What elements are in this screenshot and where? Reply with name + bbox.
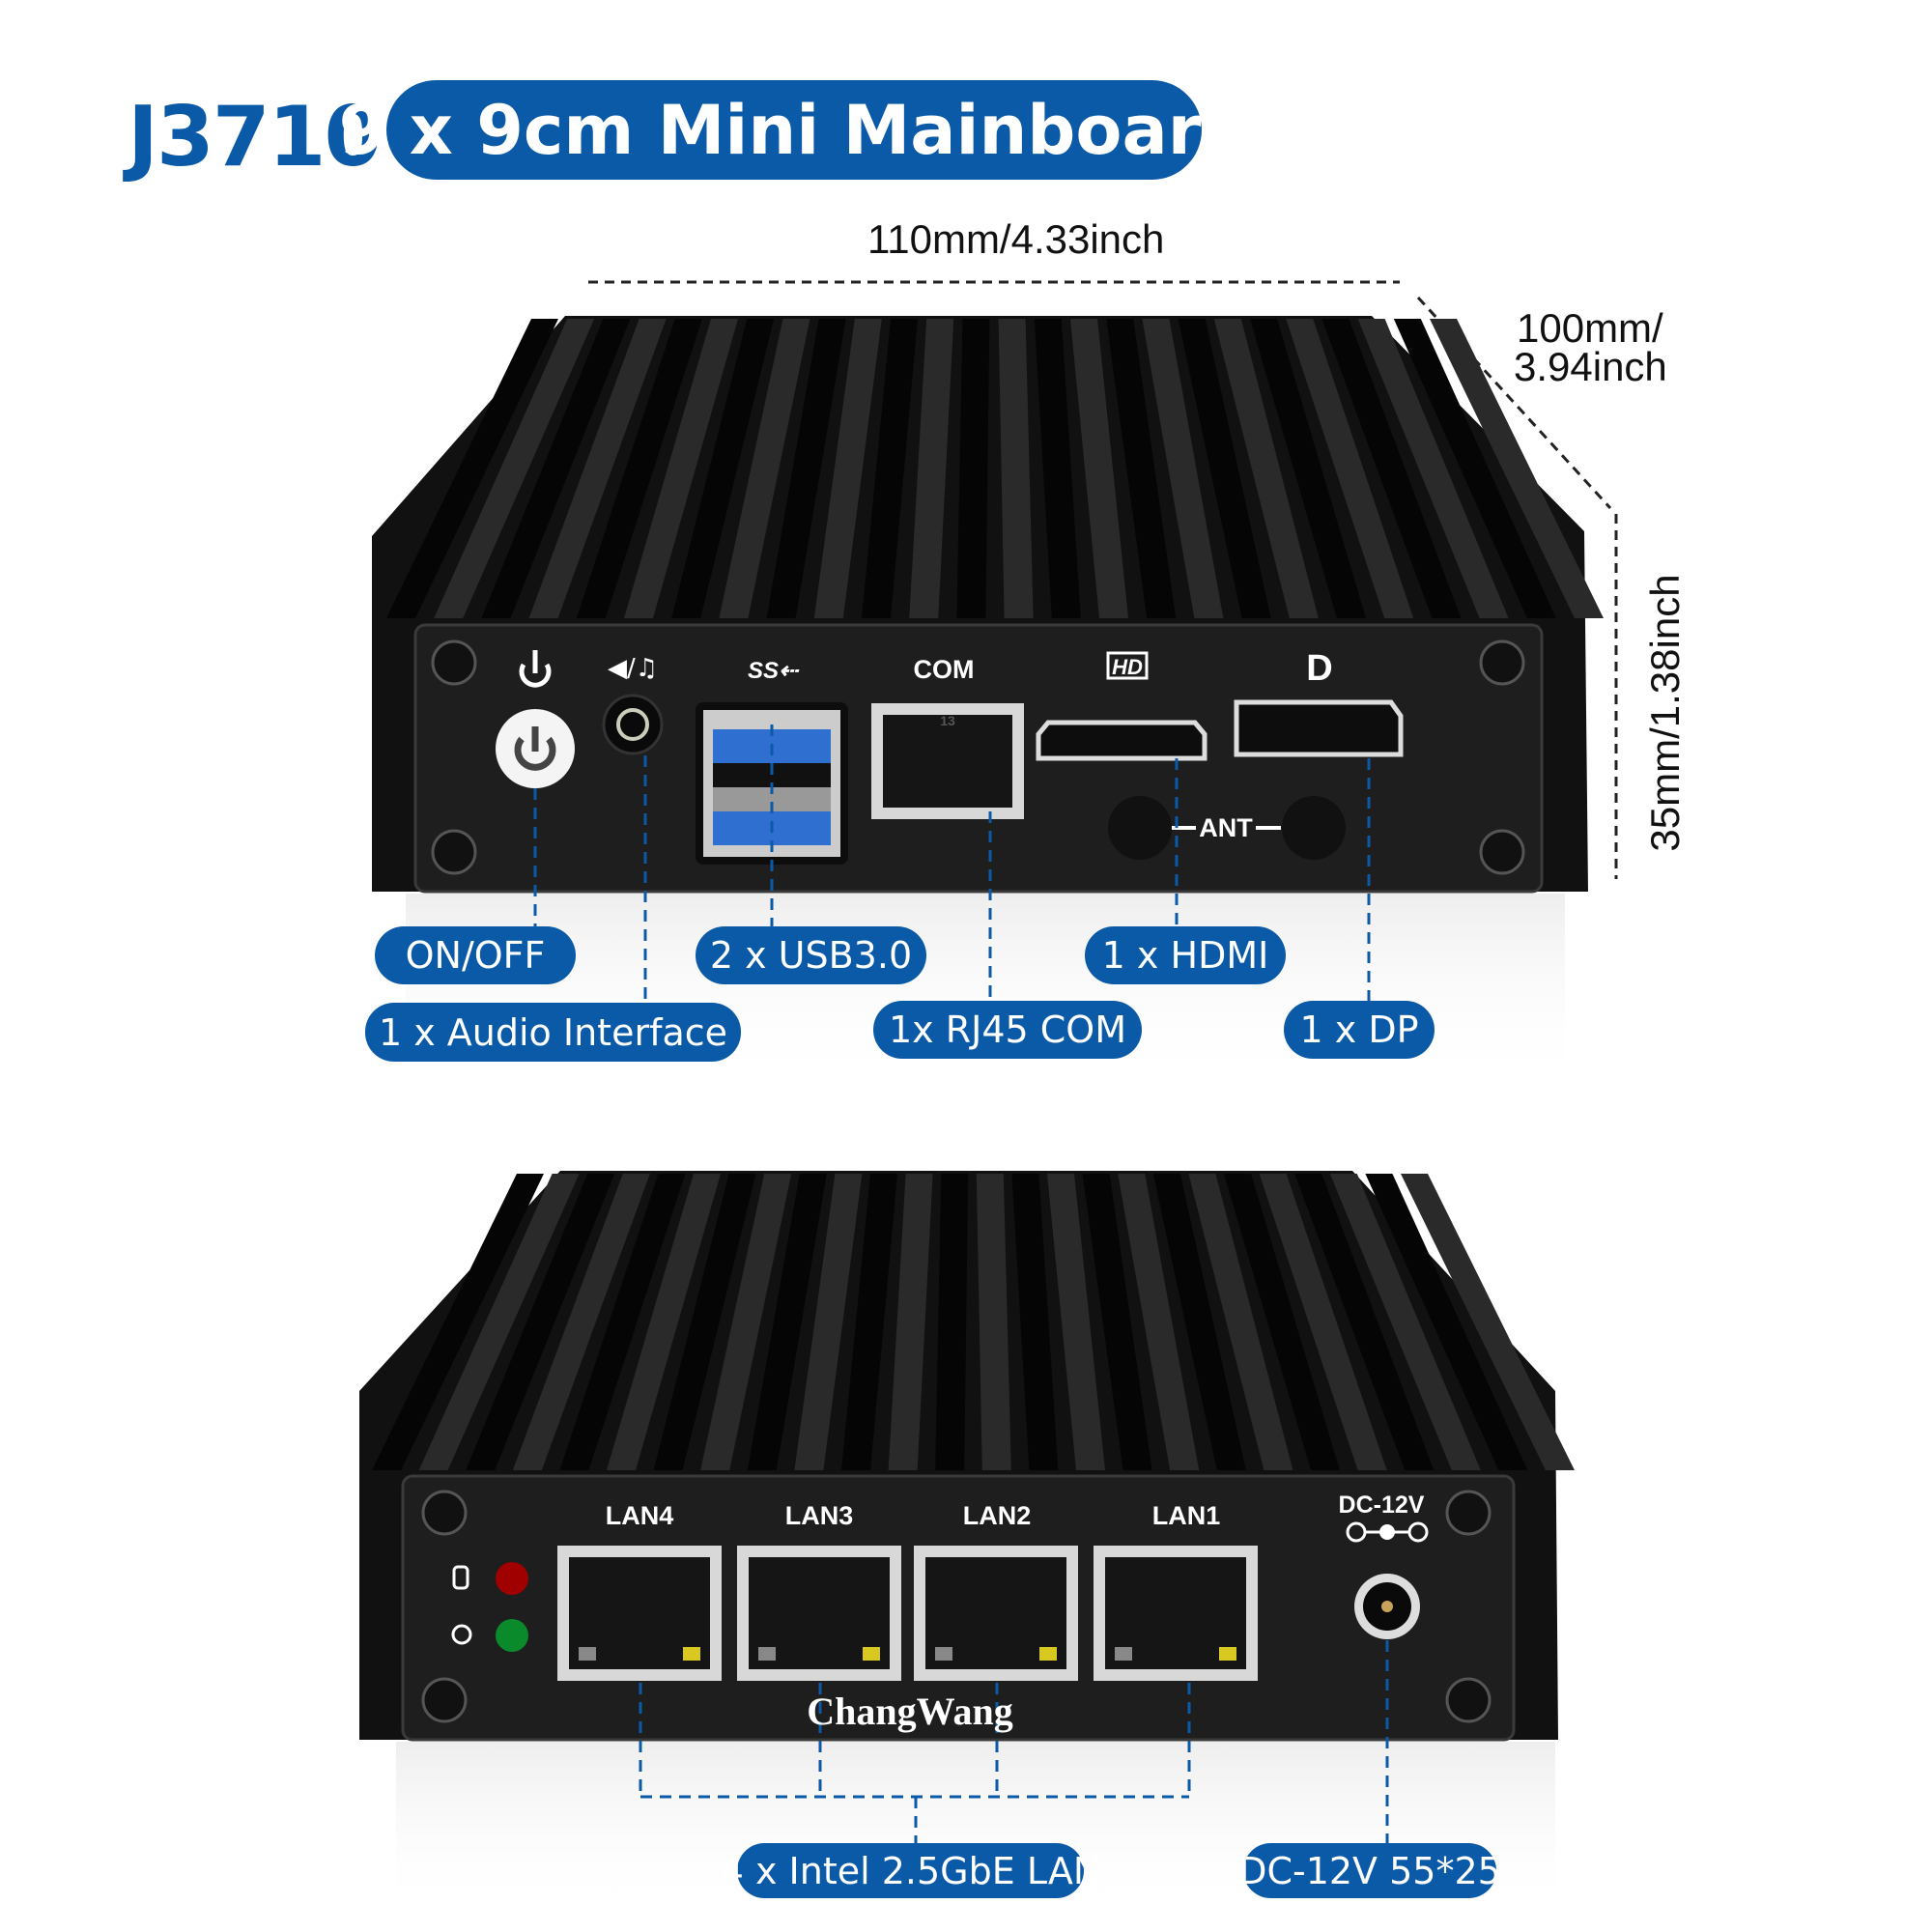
depth-dimension-line2: 3.94inch xyxy=(1514,344,1667,389)
heatsink-fin xyxy=(1034,319,1081,618)
callout-dp: 1 x DP xyxy=(1284,1001,1435,1059)
dimension-lines xyxy=(588,280,1618,879)
heatsink-fin xyxy=(1294,1174,1435,1470)
heatsink-fin xyxy=(794,1174,863,1470)
front-device: HD D SS⇠ ◀/♫ xyxy=(372,316,1604,1087)
callout-audio: 1 x Audio Interface xyxy=(365,1003,741,1062)
heatsink-fin xyxy=(1401,1174,1575,1470)
model-title: J3710 xyxy=(128,89,382,185)
heatsink-fin xyxy=(909,319,954,618)
heatsink-fin xyxy=(841,1174,897,1470)
heatsink-fin xyxy=(653,1174,756,1470)
heatsink-fin xyxy=(559,1174,686,1470)
heatsink-fin xyxy=(1286,319,1414,618)
brand-logo: ChangWang xyxy=(807,1690,1013,1733)
heatsink-fin xyxy=(862,319,918,618)
heatsink-fin xyxy=(1106,319,1177,618)
heatsink-fin xyxy=(481,319,631,618)
subtitle-badge: 9 x 9cm Mini Mainboard xyxy=(339,80,1249,180)
callout-on-off: ON/OFF xyxy=(375,926,576,984)
rear-device xyxy=(359,1171,1575,1916)
heatsink-fin xyxy=(1011,1174,1059,1470)
lan-led xyxy=(1039,1647,1057,1661)
heatsink-fin xyxy=(700,1174,792,1470)
callout-hdmi: 1 x HDMI xyxy=(1085,926,1286,984)
heatsink-fin xyxy=(976,1174,1011,1470)
heatsink-fin xyxy=(607,1174,721,1470)
heatsink-fin xyxy=(1082,1174,1152,1470)
lan1-marking: LAN1 xyxy=(1151,1501,1221,1530)
heatsink-fin xyxy=(719,319,810,618)
heatsink-fin xyxy=(1152,1174,1246,1470)
heatsink-fin xyxy=(576,319,702,618)
heatsink-fin xyxy=(418,1174,580,1470)
heatsink-fin xyxy=(813,319,882,618)
heatsink-fin xyxy=(466,1174,615,1470)
callout-usb: 2 x USB3.0 xyxy=(696,926,926,984)
heatsink-fin xyxy=(1365,1174,1528,1470)
heatsink-fin xyxy=(1224,1174,1340,1470)
heatsink-fin xyxy=(998,319,1034,618)
heatsink-fin xyxy=(624,319,738,618)
ant-marking: ANT xyxy=(1199,813,1253,842)
heatsink-fin xyxy=(372,1174,544,1470)
dc-marking: DC-12V xyxy=(1338,1492,1425,1519)
lan-led xyxy=(683,1647,700,1661)
heatsink-fin xyxy=(935,1174,969,1470)
lan-led xyxy=(579,1647,596,1661)
com-pin-marking: 13 xyxy=(940,713,955,728)
heatsink-fin xyxy=(1430,319,1604,618)
heatsink-fin xyxy=(1259,1174,1387,1470)
heatsink-fin xyxy=(956,319,990,618)
svg-text:◀/♫: ◀/♫ xyxy=(608,654,658,683)
heatsink-fin xyxy=(766,319,846,618)
heatsink-fin xyxy=(1047,1174,1105,1470)
heatsink-fin xyxy=(1250,319,1366,618)
lan4-marking: LAN4 xyxy=(605,1501,674,1530)
svg-text:HD: HD xyxy=(1112,655,1143,679)
heatsink-fin xyxy=(1393,319,1556,618)
callout-dc: DC-12V 55*25 xyxy=(1238,1843,1501,1898)
lan3-marking: LAN3 xyxy=(784,1501,854,1530)
lan-led xyxy=(1219,1647,1236,1661)
callout-rj45-com: 1x RJ45 COM xyxy=(873,1001,1142,1059)
svg-text:D: D xyxy=(1306,648,1332,689)
lan-led xyxy=(758,1647,776,1661)
heatsink-fin xyxy=(434,319,595,618)
heatsink-fin xyxy=(671,319,775,618)
heatsink-fin xyxy=(1329,1174,1481,1470)
lan-led xyxy=(935,1647,952,1661)
heatsink-fin xyxy=(1142,319,1224,618)
width-dimension: 110mm/4.33inch xyxy=(867,216,1165,262)
heatsink-fin xyxy=(1188,1174,1293,1470)
heatsink-fin xyxy=(512,1174,650,1470)
heatsink-fin xyxy=(1213,319,1319,618)
com-marking: COM xyxy=(913,655,975,684)
heatsink-fin xyxy=(528,319,667,618)
heatsink-fin xyxy=(888,1174,933,1470)
depth-dimension-line1: 100mm/ xyxy=(1517,305,1663,351)
callout-lan: 4 x Intel 2.5GbE LAN xyxy=(721,1843,1100,1898)
heatsink-fin xyxy=(1118,1174,1200,1470)
heatsink-fin xyxy=(386,319,558,618)
lan-led xyxy=(1115,1647,1132,1661)
heatsink-fin xyxy=(1070,319,1128,618)
heatsink-fin xyxy=(747,1174,827,1470)
heatsink-fin xyxy=(1321,319,1462,618)
lan-led xyxy=(863,1647,880,1661)
heatsink-fin xyxy=(1178,319,1271,618)
svg-text:SS⇠: SS⇠ xyxy=(748,658,800,684)
heatsink-fin xyxy=(1357,319,1509,618)
lan2-marking: LAN2 xyxy=(962,1501,1032,1530)
